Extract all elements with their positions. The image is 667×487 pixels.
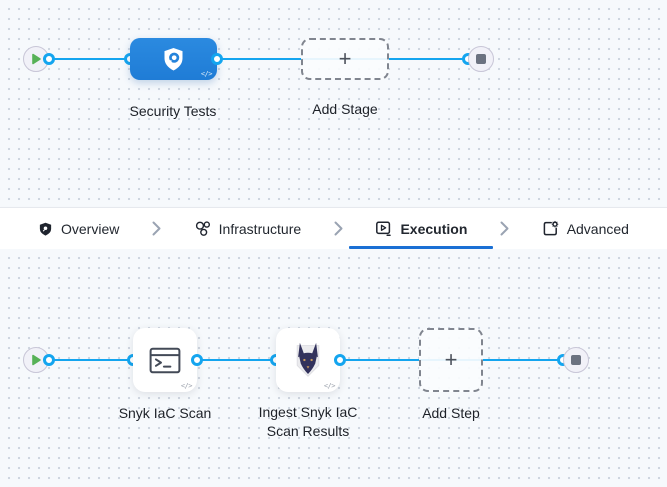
tab-label: Infrastructure	[218, 220, 302, 237]
plus-icon: +	[444, 347, 458, 372]
chevron-right-icon	[500, 221, 509, 236]
add-step-button[interactable]: +	[419, 328, 483, 392]
step-graph-canvas[interactable]: </> </> + Snyk IaC Scan Ingest Snyk	[0, 249, 667, 487]
tab-label: Overview	[61, 220, 120, 237]
cluster-icon	[194, 220, 211, 237]
stage-node-security-tests[interactable]: </>	[130, 38, 217, 80]
stop-icon	[571, 355, 581, 365]
connector-dot	[334, 354, 346, 366]
add-stage-button[interactable]: +	[301, 38, 389, 80]
stage-label: Security Tests	[129, 103, 217, 119]
play-square-icon	[375, 220, 392, 237]
stage-flow-line	[44, 58, 468, 60]
add-step-label: Add Step	[422, 405, 480, 421]
shield-icon	[38, 221, 53, 237]
chevron-right-icon	[334, 221, 343, 236]
connector-dot	[43, 354, 55, 366]
connector-dot	[211, 53, 223, 65]
connector-dot	[43, 53, 55, 65]
plus-icon: +	[338, 46, 352, 71]
code-badge-icon: </>	[180, 382, 193, 390]
tab-advanced[interactable]: Advanced	[528, 208, 643, 249]
step-node-ingest-snyk-results[interactable]: </>	[276, 328, 340, 392]
tab-execution[interactable]: Execution	[349, 208, 494, 249]
shield-scan-icon	[160, 46, 187, 73]
code-badge-icon: </>	[200, 70, 213, 78]
add-stage-label: Add Stage	[312, 101, 378, 117]
advanced-box-gear-icon	[542, 220, 559, 237]
step-label: Ingest Snyk IaC Scan Results	[258, 404, 358, 439]
play-icon	[30, 53, 42, 65]
step-node-snyk-iac-scan[interactable]: </>	[133, 328, 197, 392]
play-icon	[30, 354, 42, 366]
chevron-right-icon	[152, 221, 161, 236]
stage-graph-canvas[interactable]: </> + Security Tests Add Stage	[0, 0, 667, 207]
pipeline-end-node	[468, 46, 494, 72]
connector-dot	[191, 354, 203, 366]
tab-label: Advanced	[566, 220, 629, 237]
snyk-dog-icon	[290, 340, 326, 380]
terminal-icon	[149, 347, 181, 374]
stage-config-tab-bar: Overview Infrastructure Execution	[0, 207, 667, 249]
tab-infrastructure[interactable]: Infrastructure	[180, 208, 315, 249]
step-label: Snyk IaC Scan	[118, 405, 212, 421]
tab-overview[interactable]: Overview	[24, 208, 133, 249]
steps-end-node	[563, 347, 589, 373]
stop-icon	[476, 54, 486, 64]
code-badge-icon: </>	[323, 382, 336, 390]
tab-label: Execution	[400, 220, 468, 237]
